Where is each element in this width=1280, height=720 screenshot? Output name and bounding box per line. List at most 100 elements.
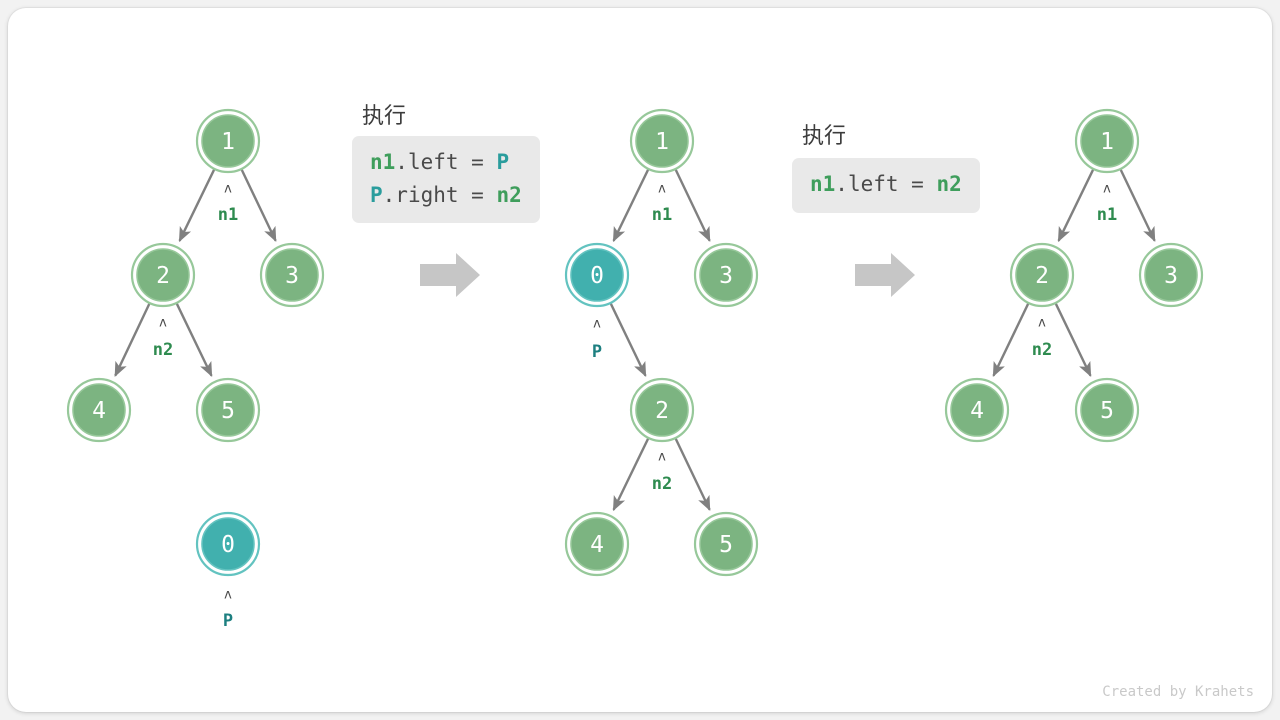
tree-node-4[interactable]: 4: [944, 377, 1010, 443]
node-outer-ring: [1138, 242, 1204, 308]
code-token: P: [496, 150, 510, 174]
tree-node-5[interactable]: 5: [1074, 377, 1140, 443]
node-circle: [570, 248, 624, 302]
node-circle: [635, 114, 689, 168]
tree-edge: [175, 303, 213, 378]
tree-node-1[interactable]: 1: [1074, 108, 1140, 174]
tree-node-2[interactable]: 2: [1009, 242, 1075, 308]
pointer-label-n2: n2: [153, 340, 173, 360]
node-value-label: 1: [1100, 129, 1114, 155]
node-outer-ring: [693, 511, 759, 577]
tree-edge: [612, 438, 650, 512]
tree-node-3[interactable]: 3: [693, 242, 759, 308]
tree-edge: [674, 169, 711, 243]
node-outer-ring: [195, 511, 261, 577]
node-outer-ring: [629, 108, 695, 174]
code-token: n1: [370, 150, 396, 174]
node-value-label: 2: [1035, 263, 1049, 289]
tree-node-5[interactable]: 5: [693, 511, 759, 577]
node-outer-ring: [195, 108, 261, 174]
node-circle: [699, 248, 753, 302]
tree-node-2[interactable]: 2: [130, 242, 196, 308]
tree-node-3[interactable]: 3: [1138, 242, 1204, 308]
node-value-label: 5: [221, 398, 235, 424]
node-value-label: 4: [970, 398, 984, 424]
step-transition-arrow-icon: [420, 253, 480, 297]
node-value-label: 3: [1164, 263, 1178, 289]
node-outer-ring: [564, 242, 630, 308]
node-value-label: 1: [655, 129, 669, 155]
pointer-caret-icon: ʌ: [593, 317, 601, 332]
tree-node-3[interactable]: 3: [259, 242, 325, 308]
node-circle: [950, 383, 1004, 437]
code-token: P: [370, 182, 383, 207]
code-token: .right =: [382, 182, 497, 207]
node-outer-ring: [130, 242, 196, 308]
code-block: n1.left = n2: [792, 158, 980, 213]
tree-node-4[interactable]: 4: [66, 377, 132, 443]
node-circle: [265, 248, 319, 302]
node-outer-ring: [1009, 242, 1075, 308]
pointer-label-P: P: [223, 611, 233, 631]
tree-edge: [674, 438, 711, 512]
code-token: .left =: [395, 150, 497, 174]
tree-edge: [992, 303, 1030, 378]
tree-node-2[interactable]: 2: [629, 377, 695, 443]
node-value-label: 3: [719, 263, 733, 289]
tree-edge: [1119, 169, 1156, 243]
node-value-label: 1: [221, 129, 235, 155]
pointer-caret-icon: ʌ: [159, 316, 167, 331]
tree-node-0[interactable]: 0: [564, 242, 630, 308]
credit-text: Created by Krahets: [1102, 684, 1254, 700]
tree-node-5[interactable]: 5: [195, 377, 261, 443]
node-circle: [201, 114, 255, 168]
step-caption: 执行: [802, 124, 847, 149]
pointer-caret-icon: ʌ: [658, 450, 666, 465]
code-line: P.right = n2: [370, 179, 522, 212]
tree-node-4[interactable]: 4: [564, 511, 630, 577]
node-outer-ring: [693, 242, 759, 308]
code-line: n1.left = n2: [810, 168, 962, 201]
tree-node-1[interactable]: 1: [629, 108, 695, 174]
pointer-label-P: P: [592, 342, 602, 362]
node-outer-ring: [944, 377, 1010, 443]
code-token: .left =: [835, 172, 937, 196]
code-token: n1: [810, 172, 836, 196]
node-outer-ring: [564, 511, 630, 577]
node-circle: [1080, 383, 1134, 437]
code-token: n2: [496, 182, 522, 207]
node-outer-ring: [66, 377, 132, 443]
node-value-label: 3: [285, 263, 299, 289]
node-circle: [72, 383, 126, 437]
tree-edge: [178, 169, 216, 243]
node-value-label: 0: [590, 263, 604, 289]
pointer-caret-icon: ʌ: [1038, 316, 1046, 331]
tree-edge: [1057, 169, 1095, 243]
pointer-label-n1: n1: [218, 205, 238, 225]
node-circle: [570, 517, 624, 571]
tree-node-1[interactable]: 1: [195, 108, 261, 174]
node-outer-ring: [1074, 377, 1140, 443]
tree-node-0[interactable]: 0: [195, 511, 261, 577]
pointer-label-n1: n1: [652, 205, 672, 225]
node-outer-ring: [195, 377, 261, 443]
node-value-label: 2: [156, 263, 170, 289]
code-line: n1.left = P: [370, 146, 522, 179]
node-value-label: 0: [221, 532, 235, 558]
node-circle: [1144, 248, 1198, 302]
step-caption: 执行: [362, 104, 407, 129]
node-value-label: 2: [655, 398, 669, 424]
node-circle: [136, 248, 190, 302]
pointer-label-n2: n2: [1032, 340, 1052, 360]
tree-edge: [240, 169, 277, 243]
node-value-label: 5: [719, 532, 733, 558]
node-circle: [201, 517, 255, 571]
tree-edge: [114, 303, 151, 377]
node-value-label: 5: [1100, 398, 1114, 424]
